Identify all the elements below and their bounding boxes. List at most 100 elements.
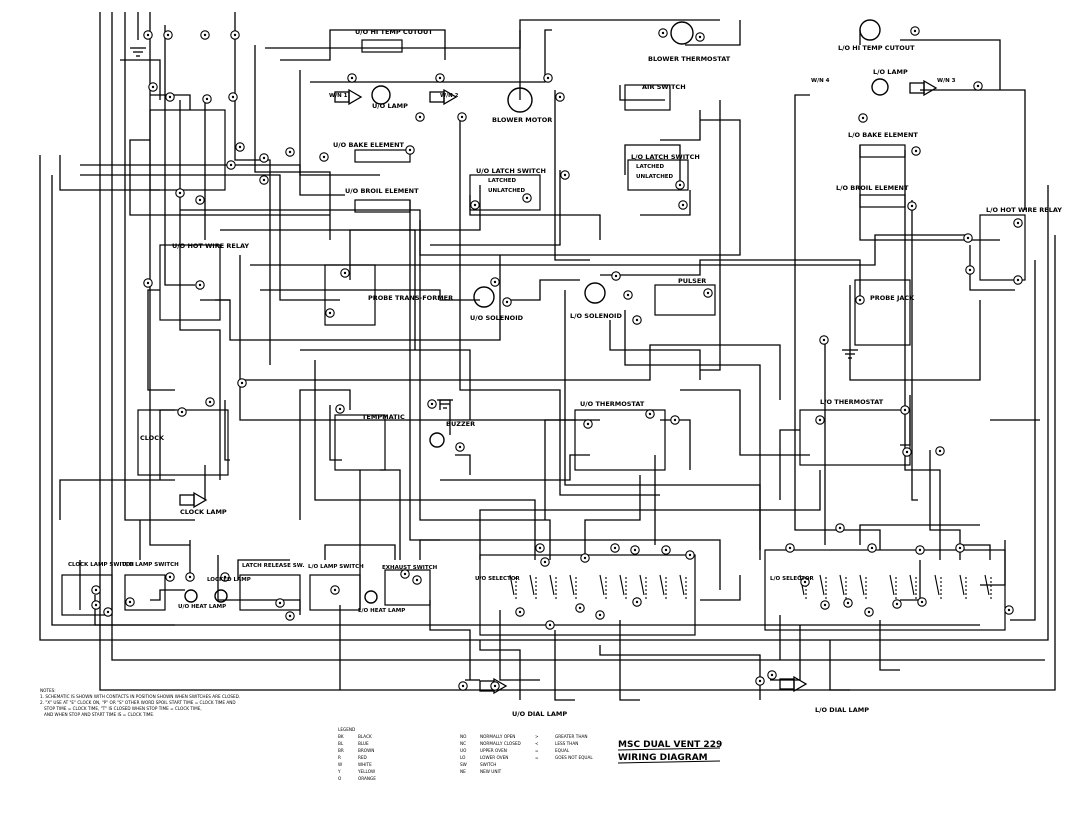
terminal-dot: [505, 300, 509, 304]
uo-bake-element-body: [354, 149, 411, 163]
wire-run: [700, 100, 721, 371]
terminal-dot: [822, 338, 826, 342]
terminal-dot: [438, 76, 442, 80]
terminal-dot: [262, 156, 266, 160]
wire-run: [180, 119, 741, 256]
legend-cell: BLUE: [358, 741, 369, 746]
selector-contact: [984, 574, 992, 599]
label-uo-lamp-switch: U/O LAMP SWITCH: [122, 562, 179, 568]
label-clock-lamp-switch: CLOCK LAMP SWITCH: [68, 562, 134, 568]
terminal-dot: [322, 155, 326, 159]
wire-run: [149, 12, 190, 546]
terminal-dot: [350, 76, 354, 80]
wire-run: [900, 560, 921, 601]
label-probe-jack: PROBE JACK: [870, 294, 915, 302]
wire-run: [237, 559, 290, 580]
wire-run: [329, 405, 342, 461]
wire-run: [150, 589, 185, 601]
terminal-dot: [493, 684, 497, 688]
wire-run: [624, 144, 681, 190]
blower-thermostat-icon: [670, 21, 694, 45]
buzzer-icon: [429, 432, 445, 448]
legend-cell: YELLOW: [357, 769, 375, 774]
wire-run: [409, 200, 721, 590]
legend-cell: NE: [460, 769, 466, 774]
wire-run: [609, 320, 701, 380]
selector-contact: [509, 574, 517, 599]
terminal-dot: [168, 95, 172, 99]
terminal-dot: [635, 318, 639, 322]
wire-run: [239, 255, 600, 421]
wire-run: [159, 409, 175, 480]
latch-release-switch-body: [239, 574, 301, 611]
legend-cell: <: [535, 741, 539, 746]
wn1-connector-icon: [334, 88, 363, 106]
uo-lamp-switch-body: [124, 574, 166, 611]
terminal-dot: [698, 35, 702, 39]
uo-heat-lamp-bulb: [184, 589, 198, 603]
terminal-dot: [240, 381, 244, 385]
terminal-dot: [914, 149, 918, 153]
legend-cell: NC: [460, 741, 466, 746]
terminal-dot: [1007, 608, 1011, 612]
wire-run: [660, 419, 691, 470]
wire-run: [150, 94, 191, 110]
selector-contact: [529, 574, 537, 599]
terminal-dot: [343, 271, 347, 275]
selector-contact: [549, 574, 557, 599]
label-probe-transformer: PROBE TRANS-FORMER: [368, 294, 453, 302]
pulser-body: [654, 284, 716, 316]
selector-contact: [889, 574, 897, 599]
air-switch-body: [624, 84, 671, 111]
wire-run: [439, 399, 451, 435]
legend-cell: NO: [460, 734, 467, 739]
wire-run: [234, 12, 271, 365]
terminal-dot: [338, 407, 342, 411]
wire-run: [240, 344, 781, 400]
uo-broil-element-body: [354, 199, 411, 213]
wire-run: [685, 20, 741, 46]
wire-run: [599, 645, 761, 700]
label-buzzer: BUZZER: [446, 420, 475, 428]
ground-icon: [437, 399, 453, 409]
terminal-dot: [895, 602, 899, 606]
terminal-dot: [858, 298, 862, 302]
label-uo-selector: U/O SELECTOR: [475, 576, 521, 582]
selector-contact: [909, 574, 917, 599]
terminal-dot: [823, 603, 827, 607]
wn3-connector-icon: [909, 79, 938, 97]
wire-run: [929, 450, 961, 560]
wire-run: [59, 479, 175, 520]
wire-run: [829, 640, 850, 691]
note-line-1: 1. SCHEMATIC IS SHOWN WITH CONTACTS IN P…: [40, 694, 240, 699]
terminal-dot: [913, 29, 917, 33]
terminal-dot: [418, 115, 422, 119]
terminal-dot: [626, 293, 630, 297]
terminal-dot: [635, 600, 639, 604]
terminal-dot: [958, 546, 962, 550]
terminal-dot: [525, 196, 529, 200]
wire-run: [419, 220, 551, 560]
wire-run: [99, 12, 1056, 691]
label-uo-solenoid: U/O SOLENOID: [470, 314, 524, 322]
legend-cell: EQUAL: [555, 748, 570, 753]
terminal-dot: [673, 418, 677, 422]
terminal-dot: [288, 150, 292, 154]
probe-transformer-body: [324, 264, 376, 326]
terminal-dot: [818, 418, 822, 422]
terminal-dot: [94, 603, 98, 607]
legend-cell: LOWER OVEN: [480, 755, 508, 760]
uo-hi-temp-cutout-body: [361, 39, 403, 53]
terminal-dot: [180, 410, 184, 414]
selector-contact: [639, 574, 647, 599]
wire-run: [129, 139, 330, 216]
component-labels: U/O HI TEMP CUTOUT L/O HI TEMP CUTOUT BL…: [68, 28, 1062, 718]
label-uo-dial-lamp: U/O DIAL LAMP: [512, 710, 567, 718]
note-line-3: STOP TIME = CLOCK TIME, "T" IS CLOSED WH…: [44, 706, 202, 711]
legend-cell: GOES NOT EQUAL: [555, 755, 593, 760]
terminal-dot: [938, 449, 942, 453]
wire-run: [499, 610, 540, 681]
terminal-dot: [231, 95, 235, 99]
label-wn1: W/N 1: [329, 93, 348, 99]
wire-run: [660, 110, 701, 141]
